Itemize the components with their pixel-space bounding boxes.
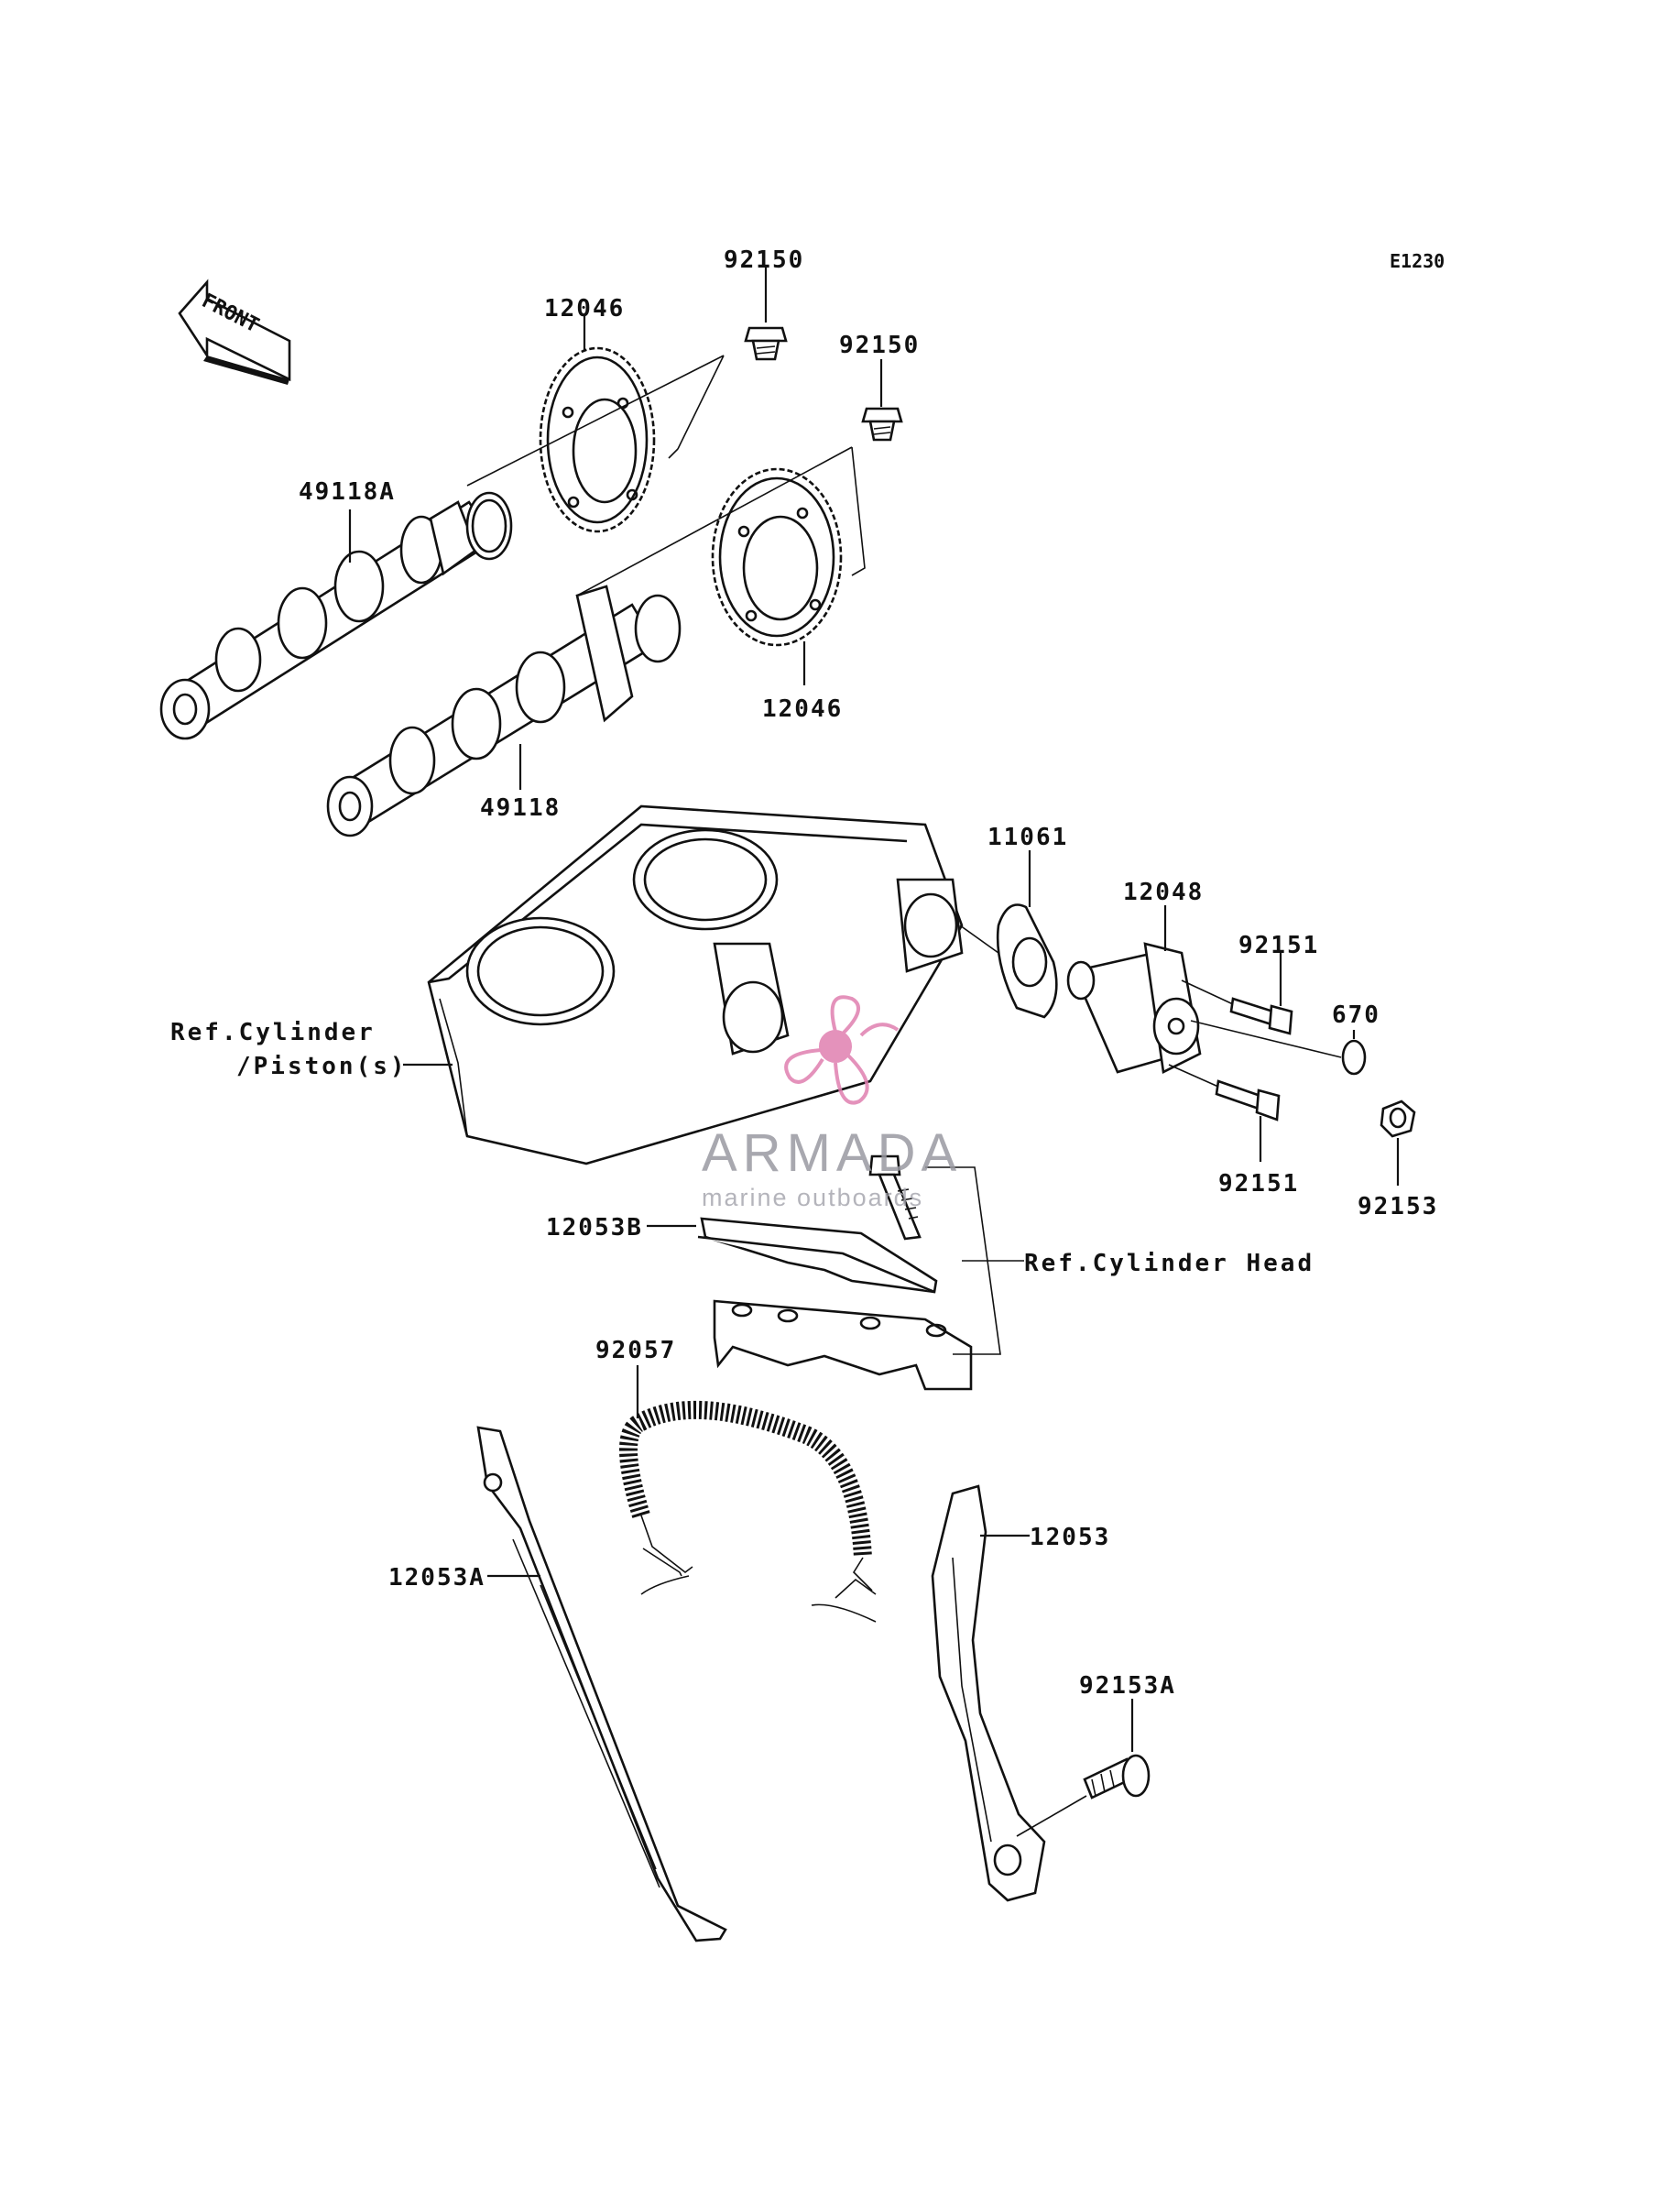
label-49118A: 49118A bbox=[299, 478, 396, 506]
tensioner-12048 bbox=[1066, 942, 1202, 1074]
leader-gasket-mount bbox=[959, 924, 999, 954]
camshaft-49118 bbox=[326, 585, 682, 837]
pivot-bolt-92153A bbox=[1016, 1754, 1151, 1837]
chain-guide-12053A bbox=[476, 1426, 727, 1942]
cam-cap-block bbox=[713, 1299, 973, 1391]
leader-92150-top bbox=[466, 355, 725, 487]
propeller-icon bbox=[784, 995, 900, 1105]
label-12046-bottom: 12046 bbox=[762, 695, 843, 723]
armada-watermark-logo: ARMADA marine outboards bbox=[702, 995, 962, 1211]
label-92153: 92153 bbox=[1358, 1193, 1438, 1220]
cylinder-block bbox=[427, 804, 964, 1165]
label-ref-cylinder-1: Ref.Cylinder bbox=[170, 1019, 376, 1046]
label-12053B: 12053B bbox=[546, 1214, 643, 1242]
label-ref-head: Ref.Cylinder Head bbox=[1024, 1250, 1315, 1277]
bolt-92150-top bbox=[744, 268, 788, 361]
bolt-92151-top bbox=[1181, 979, 1293, 1035]
label-12053: 12053 bbox=[1030, 1524, 1110, 1551]
cap-92153 bbox=[1380, 1100, 1416, 1138]
sprocket-12046-top bbox=[539, 316, 656, 533]
leader-oring-axis bbox=[1190, 1020, 1342, 1058]
bolt-head bbox=[868, 1154, 922, 1241]
label-92151-bottom: 92151 bbox=[1218, 1170, 1299, 1198]
label-12046-top: 12046 bbox=[544, 295, 625, 323]
guide-12053B bbox=[697, 1217, 938, 1294]
gasket-11061 bbox=[996, 903, 1058, 1019]
label-49118: 49118 bbox=[480, 794, 561, 822]
sprocket-12046-bottom bbox=[711, 467, 843, 685]
label-92150-mid: 92150 bbox=[839, 332, 920, 359]
cam-chain-92057 bbox=[619, 1400, 877, 1623]
label-92153A: 92153A bbox=[1079, 1672, 1176, 1700]
watermark-tagline: marine outboards bbox=[702, 1184, 923, 1211]
watermark-brand: ARMADA bbox=[702, 1123, 962, 1183]
camshaft-49118A bbox=[159, 491, 513, 740]
oring-670 bbox=[1341, 1039, 1367, 1076]
label-12048: 12048 bbox=[1123, 879, 1204, 906]
bolt-92150-mid bbox=[861, 359, 903, 442]
leader-ref-head bbox=[925, 1166, 1024, 1355]
label-92151-top: 92151 bbox=[1238, 932, 1319, 959]
diagram-code: E1230 bbox=[1390, 250, 1445, 272]
label-12053A: 12053A bbox=[388, 1564, 485, 1592]
tensioner-guide-12053 bbox=[931, 1484, 1046, 1902]
label-670: 670 bbox=[1332, 1001, 1380, 1029]
front-arrow-icon: FRONT bbox=[178, 279, 291, 385]
label-92057: 92057 bbox=[595, 1337, 676, 1364]
leader-92150-mid bbox=[576, 446, 866, 596]
bolt-92151-bottom bbox=[1168, 1064, 1281, 1121]
label-92150-top: 92150 bbox=[724, 246, 804, 274]
label-ref-cylinder-2: /Piston(s) bbox=[236, 1053, 408, 1080]
label-11061: 11061 bbox=[987, 824, 1068, 851]
